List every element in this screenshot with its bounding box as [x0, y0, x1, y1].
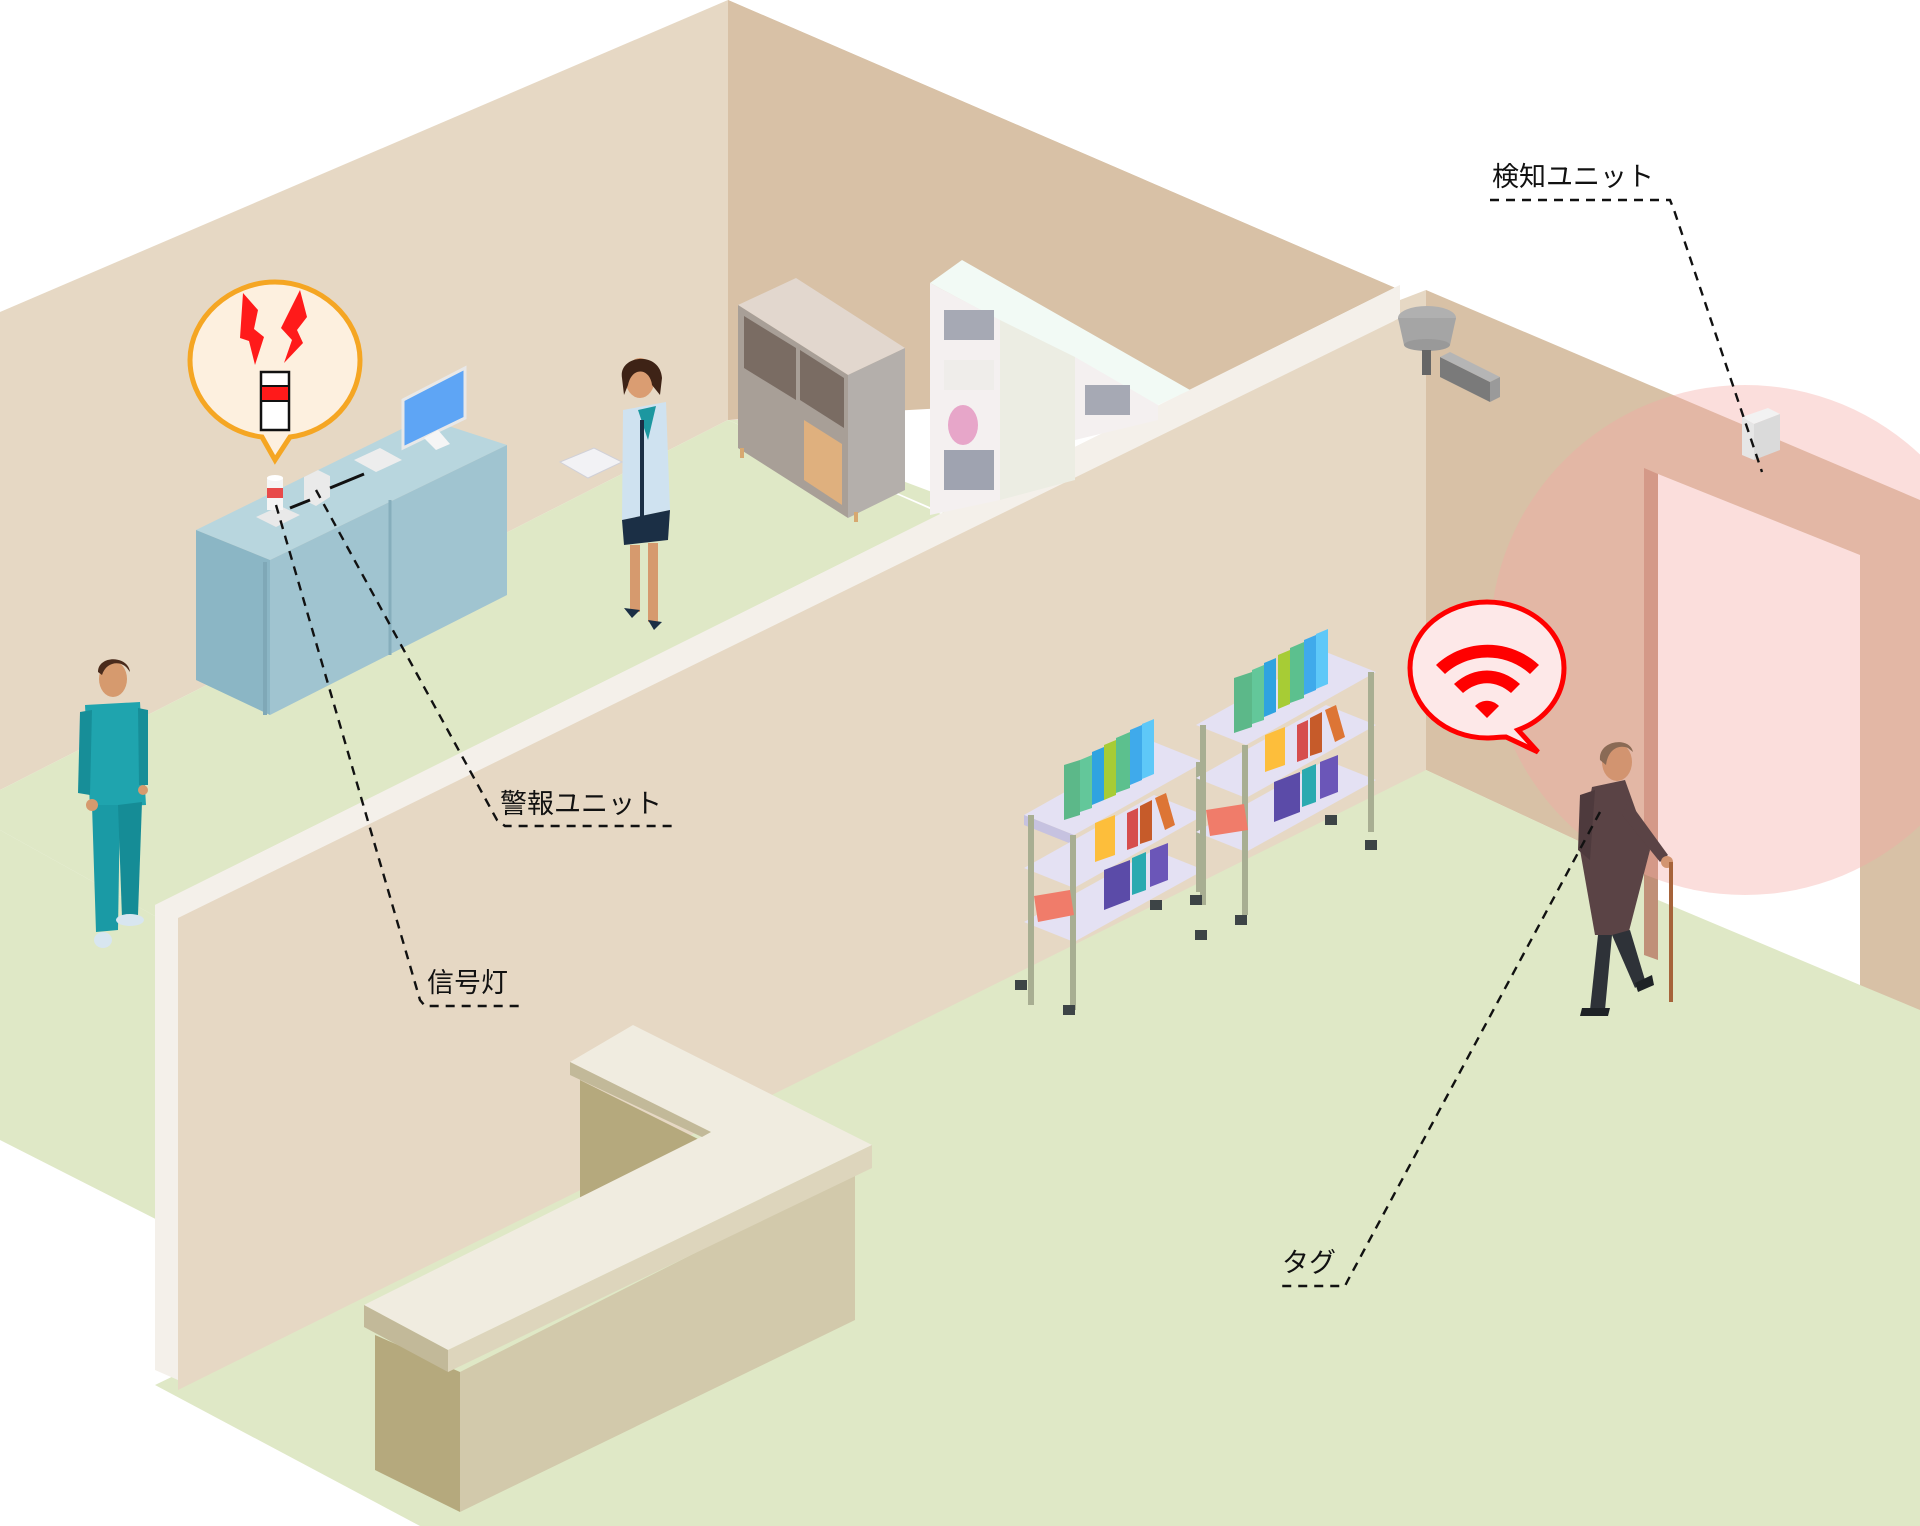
cube-shelf	[738, 278, 905, 522]
callout-leaders	[274, 198, 1764, 1288]
staff-counter	[196, 365, 507, 715]
back-left-wall	[0, 0, 728, 790]
partition-face	[178, 310, 1426, 1390]
partition-wall	[155, 285, 1426, 1390]
security-camera	[1398, 306, 1500, 402]
reception-front	[460, 1172, 855, 1512]
label-signal-light: 信号灯	[427, 968, 508, 999]
back-room-floor	[0, 420, 1000, 930]
doctor	[558, 358, 670, 630]
reception-top	[364, 1025, 872, 1350]
door-opening	[1658, 474, 1860, 985]
door-frame-right	[1860, 555, 1920, 1010]
leader-detection-unit	[1490, 198, 1764, 473]
wifi-signal-icon	[1436, 644, 1539, 718]
tag-signal-bubble	[1407, 599, 1567, 755]
leader-alarm-unit	[314, 489, 675, 828]
monitor-screen	[401, 365, 467, 451]
alarm-bubble	[187, 279, 363, 465]
detection-zone	[1490, 385, 1920, 895]
reception-top-edge-inner	[570, 1062, 711, 1137]
alarm-unit-device	[304, 470, 330, 506]
reception-desk	[364, 1025, 872, 1512]
staff-nurse	[78, 659, 148, 948]
reception-left-side	[375, 1335, 460, 1512]
counter-side	[196, 530, 270, 715]
partition-end-face	[155, 905, 178, 1380]
reception-top-edge-front	[448, 1145, 872, 1372]
label-alarm-unit: 警報ユニット	[500, 789, 662, 820]
leader-signal-light	[274, 504, 520, 1008]
partition-top-edge-2	[155, 285, 1400, 930]
white-bookcase	[930, 260, 1190, 515]
label-detection-unit: 検知ユニット	[1492, 162, 1654, 193]
label-tag: タグ	[1282, 1248, 1336, 1279]
reception-top-edge-left	[364, 1305, 448, 1372]
detection-unit-device	[1742, 408, 1780, 460]
signal-light-icon	[259, 370, 291, 432]
lightning-icon	[240, 290, 307, 365]
leader-tag	[1280, 811, 1602, 1288]
book-shelves	[1015, 629, 1377, 1015]
back-right-wall-upper	[728, 0, 1400, 420]
